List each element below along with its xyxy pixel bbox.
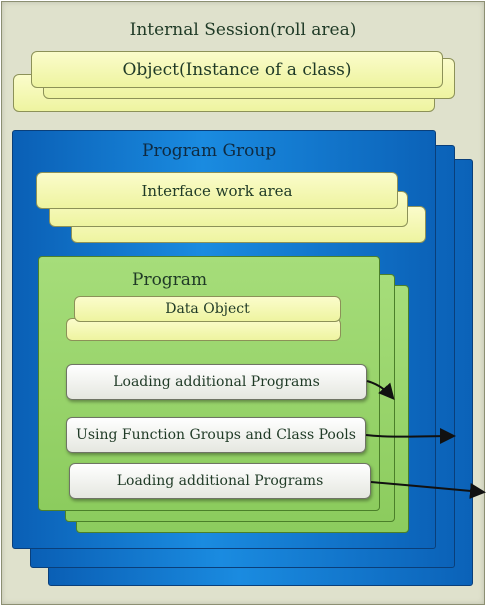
program-group-title: Program Group (142, 141, 277, 161)
item-label: Loading additional Programs (116, 473, 324, 489)
item-label: Using Function Groups and Class Pools (76, 427, 356, 443)
data-object-box: Data Object (74, 296, 341, 322)
program-title: Program (132, 270, 208, 290)
arrow-to-program-group-layer (365, 428, 456, 445)
data-object-label: Data Object (165, 301, 250, 317)
item-label: Loading additional Programs (113, 374, 320, 390)
loading-programs-box-2: Loading additional Programs (69, 463, 371, 499)
function-groups-box: Using Function Groups and Class Pools (66, 417, 366, 453)
interface-work-area-box: Interface work area (36, 172, 398, 209)
interface-label: Interface work area (141, 181, 293, 200)
object-box: Object(Instance of a class) (31, 51, 443, 88)
arrow-to-session-edge (370, 481, 486, 499)
arrow-to-program-layer (366, 380, 395, 401)
internal-session-title: Internal Session(roll area) (129, 20, 357, 40)
loading-programs-box-1: Loading additional Programs (66, 364, 367, 400)
object-label: Object(Instance of a class) (122, 59, 352, 80)
